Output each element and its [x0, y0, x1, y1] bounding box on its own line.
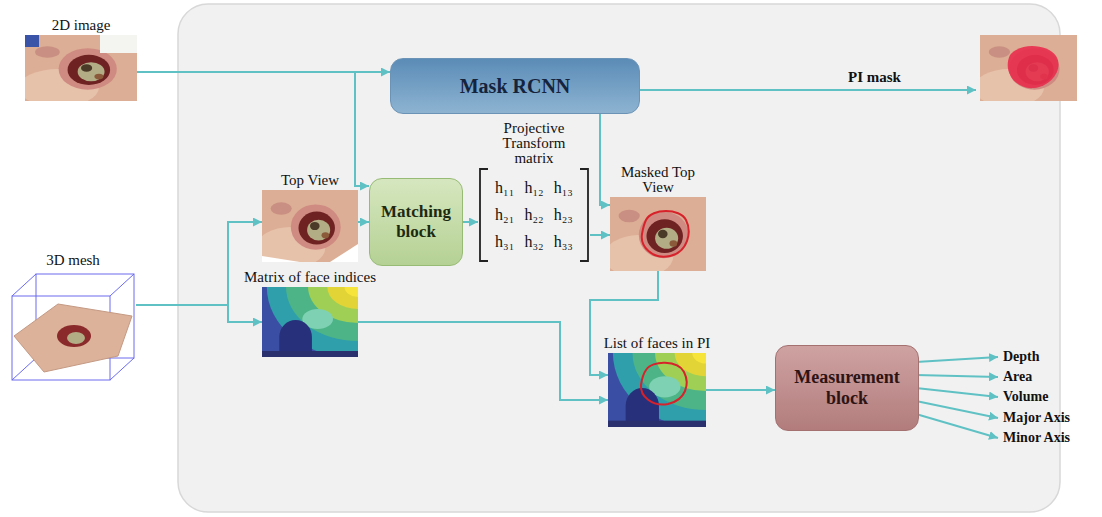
connector — [590, 234, 610, 236]
process-box: Mask RCNN — [390, 58, 640, 114]
image-panel: 3D mesh — [10, 270, 136, 382]
mesh-wound-core — [67, 332, 85, 344]
image-panel: Masked Top View — [610, 197, 706, 271]
box-label: Mask RCNN — [460, 75, 571, 98]
process-box: Matching block — [369, 178, 463, 266]
mesh-surface — [14, 304, 132, 372]
matrix-entry: h₃₂ — [524, 233, 543, 251]
output-label: Volume — [1003, 388, 1048, 406]
mask-photo — [974, 35, 1077, 107]
wound-photo — [18, 35, 137, 107]
image-caption: Masked Top View — [610, 165, 706, 195]
connector — [590, 271, 658, 375]
image-panel: List of faces in PI — [608, 353, 706, 427]
masked-top-view-image — [604, 197, 706, 277]
output-label: Minor Axis — [1003, 429, 1070, 447]
image-caption: 3D mesh — [46, 253, 100, 268]
output-arrows — [916, 357, 998, 438]
output-label: Area — [1003, 368, 1032, 386]
image-caption: Matrix of face indices — [244, 270, 376, 285]
matrix-entry: h₂₁ — [495, 206, 514, 224]
connector — [358, 221, 369, 223]
matrix-block: Projective Transform matrixh₁₁h₁₂h₁₃h₂₁h… — [478, 168, 590, 262]
connector — [136, 222, 262, 305]
connector — [706, 389, 775, 391]
matrix-entry: h₁₃ — [554, 179, 573, 197]
image-caption: 2D image — [52, 18, 111, 33]
bracket — [580, 169, 588, 261]
output-label: Depth — [1003, 348, 1040, 366]
connector — [463, 221, 478, 223]
top-view-blank — [262, 256, 300, 262]
pi-outline — [641, 363, 687, 405]
image-caption: List of faces in PI — [604, 336, 711, 351]
mesh-bounding-box — [12, 274, 134, 380]
mesh-wound — [57, 325, 91, 347]
glove — [25, 35, 39, 47]
output-arrow — [640, 89, 976, 91]
dressing-paper — [100, 35, 137, 53]
bracket — [480, 169, 488, 261]
image-panel: Matrix of face indices — [262, 287, 358, 357]
pi-outline — [642, 211, 689, 257]
output-label: Major Axis — [1003, 409, 1070, 427]
pi-mask-overlay — [1008, 46, 1059, 88]
system-panel — [178, 4, 1060, 512]
matrix-grid: h₁₁ h₁₂ h₁₃ h₂₁ h₂₂ h₂₃ h₃₁ h₃₂ h₃₃ — [490, 174, 578, 256]
output-name: PI mask — [848, 68, 901, 86]
process-box: Measurement block — [775, 345, 919, 431]
top-view-image — [256, 190, 358, 268]
matrix-caption: Projective Transform matrix — [488, 121, 580, 166]
top-view-blank — [330, 244, 358, 262]
box-label: Measurement block — [782, 367, 912, 408]
connector — [136, 305, 262, 322]
matrix-entry: h₃₁ — [495, 233, 514, 251]
connector — [600, 114, 610, 205]
image-panel: 2D image — [25, 35, 137, 101]
connector — [137, 72, 369, 186]
image-panel: Top View — [262, 190, 358, 262]
matrix-entry: h₃₃ — [554, 233, 573, 251]
image-caption: Top View — [281, 173, 339, 188]
matrix-entry: h₂₃ — [554, 206, 573, 224]
matrix-entry: h₁₁ — [495, 179, 514, 197]
matrix-entry: h₁₂ — [524, 179, 543, 197]
matrix-entry: h₂₂ — [524, 206, 543, 224]
box-label: Matching block — [376, 202, 456, 241]
connector — [358, 322, 608, 400]
